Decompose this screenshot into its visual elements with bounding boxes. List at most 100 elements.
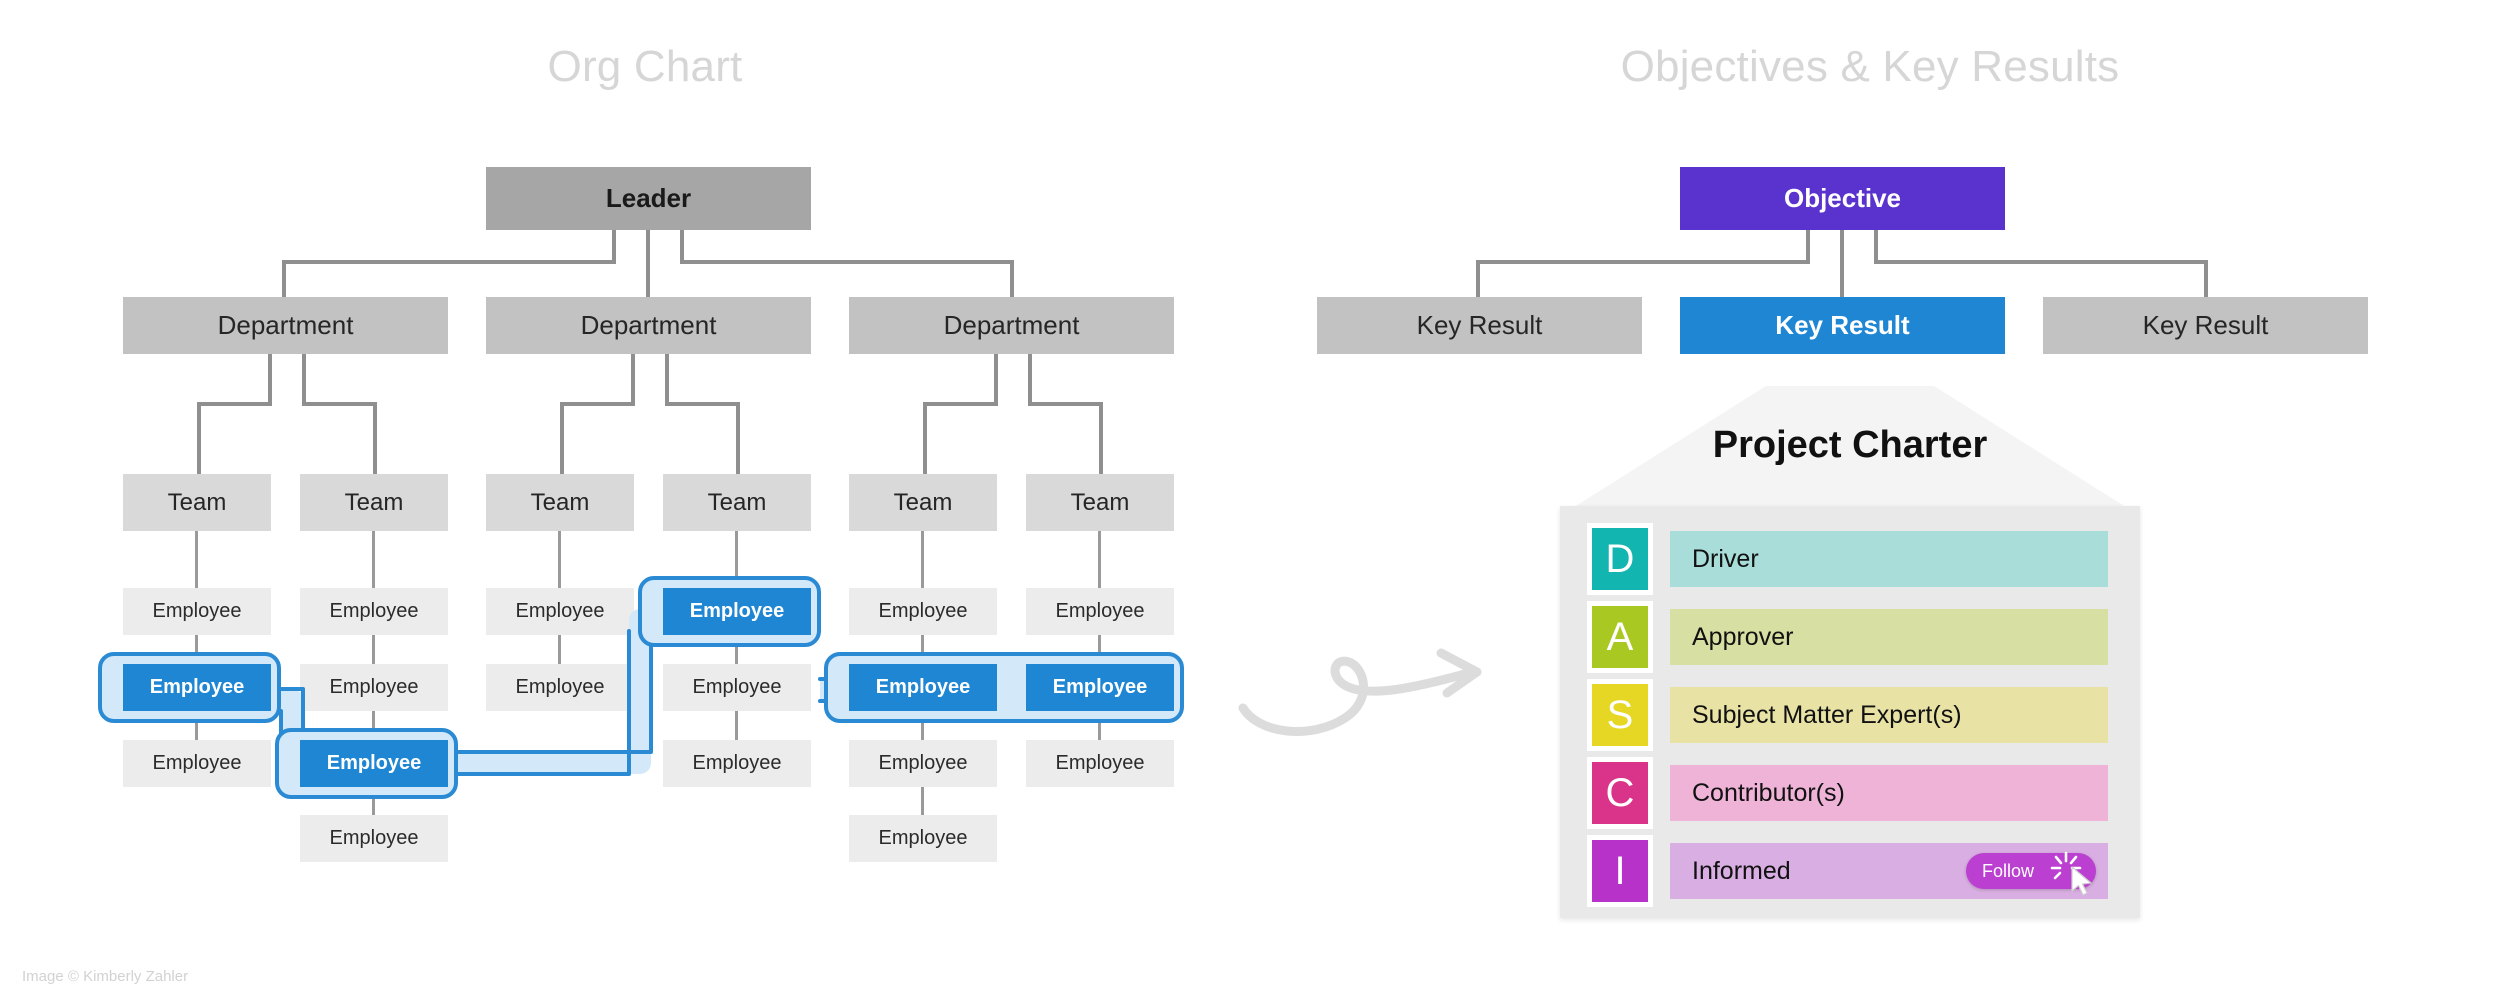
okr-node-key-result-3[interactable]: Key Result (2043, 297, 2368, 354)
connector-objective-stub-mid (1840, 230, 1844, 297)
org-node-team-4-label: Team (707, 488, 767, 516)
connector-dept3-stub-left (994, 354, 998, 405)
org-node-employee[interactable]: Employee (663, 740, 811, 787)
org-node-employee-label: Employee (692, 752, 782, 774)
org-node-employee[interactable]: Employee (849, 740, 997, 787)
org-node-team-6[interactable]: Team (1026, 474, 1174, 531)
connector-dept1-stub-right (302, 354, 306, 405)
org-node-employee-label: Employee (515, 600, 605, 622)
charter-badge-c-letter: C (1605, 771, 1635, 815)
charter-row-informed[interactable]: I Informed Follow (1560, 840, 2140, 902)
charter-band-contributor: Contributor(s) (1670, 765, 2108, 821)
org-node-employee-label: Employee (878, 827, 968, 849)
org-node-team-5[interactable]: Team (849, 474, 997, 531)
connector-leader-stub-left (612, 230, 616, 263)
org-node-employee[interactable]: Employee (300, 588, 448, 635)
org-node-employee[interactable]: Employee (300, 815, 448, 862)
org-node-employee[interactable]: Employee (849, 588, 997, 635)
charter-row-contributor[interactable]: C Contributor(s) (1560, 762, 2140, 824)
org-node-department-1[interactable]: Department (123, 297, 448, 354)
okr-node-objective-label: Objective (1783, 183, 1902, 213)
charter-row-approver[interactable]: A Approver (1560, 606, 2140, 668)
org-node-team-4[interactable]: Team (663, 474, 811, 531)
charter-band-informed: Informed Follow (1670, 843, 2108, 899)
org-node-employee-selected[interactable]: Employee (123, 664, 271, 711)
org-node-employee-label: Employee (878, 600, 968, 622)
connector-team6-drop (1099, 402, 1103, 474)
charter-band-driver: Driver (1670, 531, 2108, 587)
connector-dept1-bus-left (197, 402, 272, 406)
curved-arrow-icon (1238, 648, 1482, 736)
mouse-cursor-icon (2071, 866, 2092, 896)
org-node-team-5-label: Team (893, 488, 953, 516)
org-node-employee[interactable]: Employee (849, 815, 997, 862)
org-node-employee[interactable]: Employee (486, 664, 634, 711)
org-node-employee-label: Employee (689, 600, 785, 622)
follow-button-label: Follow (1982, 860, 2035, 881)
follow-button[interactable]: Follow (1966, 851, 2096, 896)
org-node-team-2-label: Team (344, 488, 404, 516)
connector-objective-bus-right (1874, 260, 2208, 264)
org-node-employee[interactable]: Employee (123, 740, 271, 787)
org-node-employee-selected[interactable]: Employee (300, 740, 448, 787)
org-node-employee[interactable]: Employee (1026, 740, 1174, 787)
project-charter-panel: D Driver A Approver S Subject Matter Exp… (1560, 506, 2140, 918)
charter-label-driver: Driver (1692, 544, 1759, 573)
connector-team5-drop (923, 402, 927, 474)
copyright-text: Image © Kimberly Zahler (22, 968, 189, 985)
charter-row-driver[interactable]: D Driver (1560, 528, 2140, 590)
connector-dept2-bus-left (560, 402, 635, 406)
org-node-employee-selected[interactable]: Employee (849, 664, 997, 711)
connector-team1-drop (197, 402, 201, 474)
org-node-team-3[interactable]: Team (486, 474, 634, 531)
org-node-employee[interactable]: Employee (486, 588, 634, 635)
org-node-department-2-label: Department (580, 310, 717, 340)
org-node-employee-label: Employee (1055, 600, 1145, 622)
org-node-leader[interactable]: Leader (486, 167, 811, 230)
org-node-employee-label: Employee (515, 676, 605, 698)
org-node-team-6-label: Team (1070, 488, 1130, 516)
okr-node-objective[interactable]: Objective (1680, 167, 2005, 230)
connector-dept1-bus-right (302, 402, 377, 406)
org-node-employee-selected[interactable]: Employee (1026, 664, 1174, 711)
org-node-employee[interactable]: Employee (663, 664, 811, 711)
org-node-employee[interactable]: Employee (1026, 588, 1174, 635)
org-node-employee-label: Employee (152, 752, 242, 774)
okr-node-key-result-1-label: Key Result (1416, 310, 1543, 340)
org-chart-section-title: Org Chart (547, 42, 743, 91)
charter-label-informed: Informed (1692, 856, 1791, 885)
connector-dept3-stub-right (1028, 354, 1032, 405)
org-node-team-1[interactable]: Team (123, 474, 271, 531)
connector-dept3-bus-right (1028, 402, 1103, 406)
charter-band-approver: Approver (1670, 609, 2108, 665)
org-node-employee-label: Employee (149, 676, 245, 698)
connector-objective-stub-right (1874, 230, 1878, 263)
org-node-department-3[interactable]: Department (849, 297, 1174, 354)
org-node-employee[interactable]: Employee (123, 588, 271, 635)
org-node-team-2[interactable]: Team (300, 474, 448, 531)
charter-badge-c: C (1592, 762, 1648, 824)
okr-node-key-result-3-label: Key Result (2142, 310, 2269, 340)
org-node-leader-label: Leader (605, 183, 692, 213)
charter-badge-d: D (1592, 528, 1648, 590)
charter-label-approver: Approver (1692, 622, 1794, 651)
okr-node-key-result-2-selected[interactable]: Key Result (1680, 297, 2005, 354)
okr-node-key-result-1[interactable]: Key Result (1317, 297, 1642, 354)
connector-leader-stub-mid (646, 230, 650, 297)
charter-label-contributor: Contributor(s) (1692, 778, 1845, 807)
charter-band-sme: Subject Matter Expert(s) (1670, 687, 2108, 743)
connector-dept2-stub-left (631, 354, 635, 405)
org-node-employee-label: Employee (692, 676, 782, 698)
org-node-department-3-label: Department (943, 310, 1080, 340)
org-node-department-1-label: Department (217, 310, 354, 340)
charter-badge-s-letter: S (1606, 693, 1634, 737)
org-node-employee-label: Employee (1055, 752, 1145, 774)
org-node-employee-selected[interactable]: Employee (663, 588, 811, 635)
connector-objective-stub-left (1806, 230, 1810, 263)
connector-team3-drop (560, 402, 564, 474)
connector-kr3-drop (2204, 260, 2208, 297)
org-node-employee[interactable]: Employee (300, 664, 448, 711)
org-node-department-2[interactable]: Department (486, 297, 811, 354)
connector-dept3-bus-left (923, 402, 998, 406)
charter-row-sme[interactable]: S Subject Matter Expert(s) (1560, 684, 2140, 746)
